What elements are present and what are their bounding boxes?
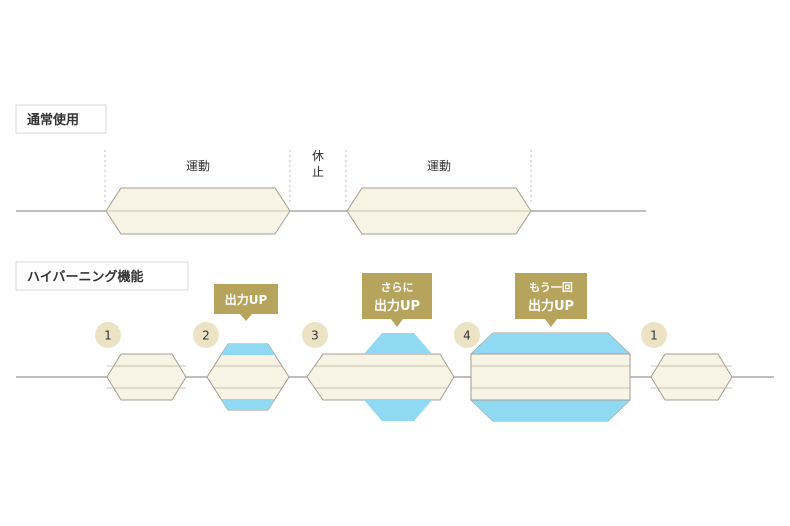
callout-pointer	[240, 314, 252, 321]
hybernating-section: ハイバーニング機能 1 2 出力UP	[15, 261, 774, 422]
step-1-repeat: 1	[641, 322, 733, 401]
step-block-core	[470, 353, 631, 401]
rest-label-char-1: 休	[312, 149, 324, 163]
exercise-block-1	[105, 187, 291, 235]
callout-line-1: もう一回	[529, 280, 573, 294]
callout-line-1: 出力UP	[225, 292, 268, 307]
callout-box	[362, 273, 432, 319]
exercise-block-2	[346, 187, 532, 235]
step-number-circle	[95, 322, 121, 348]
callout-line-2: 出力UP	[528, 298, 574, 314]
callout-line-1: さらに	[381, 281, 414, 294]
hybernating-label: ハイバーニング機能	[27, 269, 143, 285]
normal-use-label: 通常使用	[27, 112, 79, 128]
step-number: 4	[463, 329, 471, 343]
exercise-label-1: 運動	[186, 159, 210, 173]
power-band-bottom	[364, 400, 432, 421]
power-band-top	[221, 344, 275, 355]
step-block-shape	[106, 353, 187, 401]
callout-pointer	[545, 319, 557, 327]
exercise-label-2: 運動	[427, 159, 451, 173]
step-block-shape-wide	[306, 353, 455, 401]
normal-use-section: 通常使用 運動 休 止 運動	[15, 104, 646, 235]
further-power-up-callout: さらに 出力UP	[362, 273, 432, 327]
step-3: 3 さらに 出力UP	[302, 273, 455, 421]
step-number: 1	[650, 329, 658, 343]
step-number: 3	[311, 329, 319, 343]
callout-pointer	[391, 319, 403, 327]
step-4: 4 もう一回 出力UP	[454, 273, 631, 422]
callout-box	[515, 273, 587, 319]
step-number-circle	[454, 322, 480, 348]
step-number-circle	[302, 322, 328, 348]
power-band-top	[471, 333, 630, 354]
power-band-top	[364, 333, 432, 354]
step-block-shape	[650, 353, 733, 401]
power-up-callout: 出力UP	[214, 284, 278, 321]
one-more-power-up-callout: もう一回 出力UP	[515, 273, 587, 327]
step-2: 2 出力UP	[193, 284, 290, 411]
step-number-circle	[193, 322, 219, 348]
normal-use-label-box	[15, 104, 107, 134]
step-number: 2	[202, 329, 210, 343]
callout-line-2: 出力UP	[374, 298, 420, 314]
step-1: 1	[95, 322, 187, 401]
step-number-circle	[641, 322, 667, 348]
step-number: 1	[104, 329, 112, 343]
rest-label-char-2: 止	[312, 165, 324, 179]
power-band-bottom	[221, 399, 275, 410]
callout-box	[214, 284, 278, 314]
hybernating-label-box	[15, 261, 189, 291]
power-band-bottom	[471, 400, 630, 421]
